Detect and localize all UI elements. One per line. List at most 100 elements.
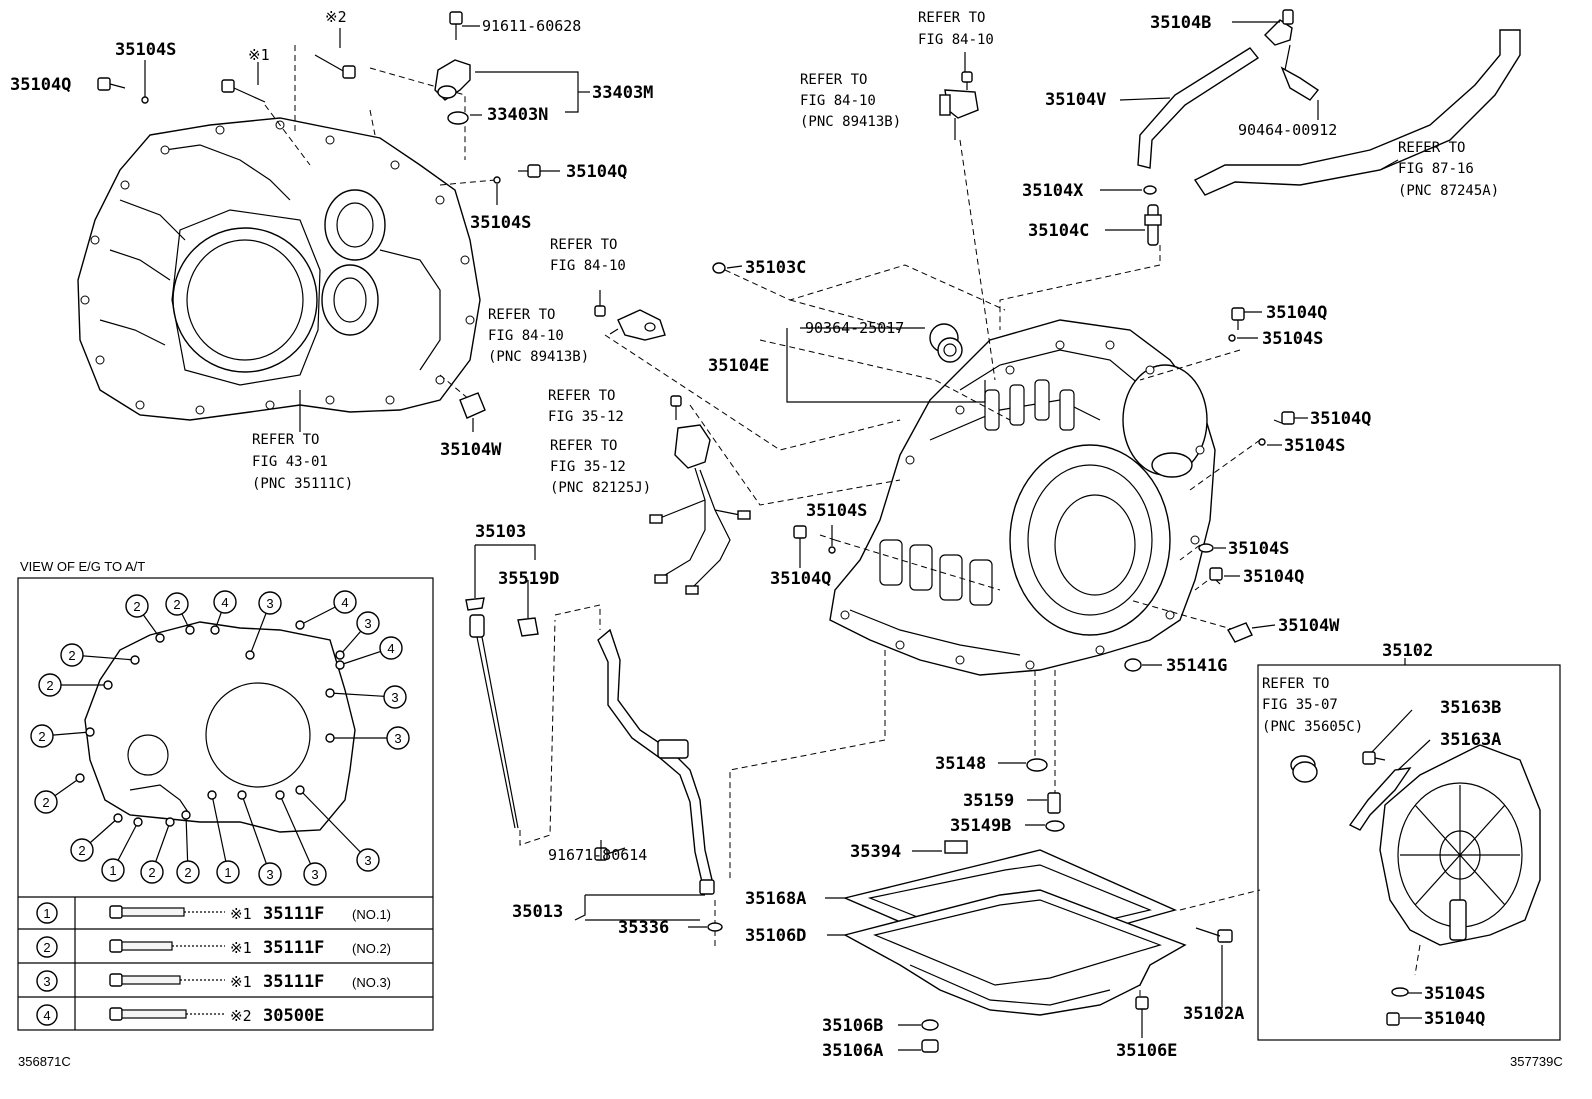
- washer-35104S-d[interactable]: [1258, 438, 1266, 446]
- washer-35104S-f[interactable]: [828, 546, 836, 554]
- washer-35104S-b[interactable]: [493, 176, 501, 184]
- legend-part-number[interactable]: 35111F: [263, 938, 324, 958]
- label-35149B[interactable]: 35149B: [950, 816, 1011, 836]
- label-35104B[interactable]: 35104B: [1150, 13, 1211, 33]
- label-35104S-d[interactable]: 35104S: [1284, 436, 1345, 456]
- washer-35104S-a[interactable]: [141, 96, 149, 104]
- filler-tube-35013[interactable]: [597, 628, 715, 895]
- label-35104S-g[interactable]: 35104S: [1424, 984, 1485, 1004]
- bolt-35106E[interactable]: [1135, 996, 1149, 1030]
- hose-87245A[interactable]: [1193, 29, 1521, 196]
- label-35104S-f[interactable]: 35104S: [806, 501, 867, 521]
- label-35168A[interactable]: 35168A: [745, 889, 806, 909]
- legend-part-number[interactable]: 30500E: [263, 1006, 324, 1026]
- legend-part-number[interactable]: 35111F: [263, 904, 324, 924]
- oring-35336[interactable]: [707, 922, 723, 932]
- ref5-line2[interactable]: FIG 84-10: [488, 328, 564, 344]
- label-35106A[interactable]: 35106A: [822, 1041, 883, 1061]
- label-35104Q-g[interactable]: 35104Q: [1424, 1009, 1485, 1029]
- tube-35159[interactable]: [1047, 792, 1061, 814]
- pad-35394[interactable]: [944, 840, 968, 854]
- label-35163A[interactable]: 35163A: [1440, 730, 1501, 750]
- label-35141G[interactable]: 35141G: [1166, 656, 1227, 676]
- label-35104Q-b[interactable]: 35104Q: [566, 162, 627, 182]
- gasket-35106B[interactable]: [921, 1019, 939, 1031]
- washer-35104S-c[interactable]: [1228, 334, 1236, 342]
- oring-35104S-e[interactable]: [1198, 543, 1214, 553]
- label-35104S-e[interactable]: 35104S: [1228, 539, 1289, 559]
- label-35104Q-f[interactable]: 35104Q: [770, 569, 831, 589]
- washer-35149B[interactable]: [1045, 820, 1065, 832]
- label-35104Q-e[interactable]: 35104Q: [1243, 567, 1304, 587]
- bolt-35104Q-a[interactable]: [97, 77, 126, 91]
- fitting-35104C[interactable]: [1144, 204, 1162, 246]
- label-35102A[interactable]: 35102A: [1183, 1004, 1244, 1024]
- transaxle-case[interactable]: [829, 319, 1216, 676]
- label-90464-00912[interactable]: 90464-00912: [1238, 121, 1337, 139]
- oring-35103C[interactable]: [712, 262, 726, 274]
- label-35104Q-a[interactable]: 35104Q: [10, 75, 71, 95]
- label-90364-25017[interactable]: 90364-25017: [805, 319, 904, 337]
- label-35336[interactable]: 35336: [618, 918, 669, 938]
- label-35106B[interactable]: 35106B: [822, 1016, 883, 1036]
- label-35394[interactable]: 35394: [850, 842, 901, 862]
- dipstick-35103[interactable]: [465, 597, 519, 829]
- cover-bushing-35605C[interactable]: [1290, 755, 1318, 783]
- label-35148[interactable]: 35148: [935, 754, 986, 774]
- label-35104Q-c[interactable]: 35104Q: [1266, 303, 1327, 323]
- label-35104S-b[interactable]: 35104S: [470, 213, 531, 233]
- label-35104Q-d[interactable]: 35104Q: [1310, 409, 1371, 429]
- label-35104E[interactable]: 35104E: [708, 356, 769, 376]
- bolt-mark2[interactable]: [314, 54, 356, 79]
- label-35103[interactable]: 35103: [475, 522, 526, 542]
- converter-housing[interactable]: [77, 117, 481, 421]
- oring-35104X[interactable]: [1143, 185, 1157, 195]
- wire-harness-82125J[interactable]: [649, 395, 751, 595]
- label-35102[interactable]: 35102: [1382, 641, 1433, 661]
- speed-sensor-89413B-left[interactable]: [594, 305, 666, 341]
- bolt-35104Q-d[interactable]: [1273, 411, 1295, 425]
- ref6-line2[interactable]: FIG 35-12: [548, 409, 624, 425]
- oring-33403N[interactable]: [447, 111, 469, 125]
- label-35104X[interactable]: 35104X: [1022, 181, 1084, 201]
- ref4-line2[interactable]: FIG 84-10: [550, 258, 626, 274]
- bolt-35102A[interactable]: [1195, 927, 1233, 943]
- label-35104W-b[interactable]: 35104W: [1278, 616, 1340, 636]
- legend-part-number[interactable]: 35111F: [263, 972, 324, 992]
- ref2-line2[interactable]: FIG 84-10: [800, 93, 876, 109]
- label-91611-60628[interactable]: 91611-60628: [482, 17, 581, 35]
- drain-plug-35106A[interactable]: [921, 1039, 939, 1053]
- hose-35104V[interactable]: [1137, 47, 1260, 169]
- label-91671-80614[interactable]: 91671-80614: [548, 846, 647, 864]
- bolt-35104Q-f[interactable]: [793, 525, 807, 555]
- bolt-35163B[interactable]: [1362, 751, 1386, 765]
- label-35104S-a[interactable]: 35104S: [115, 40, 176, 60]
- magnet-35148[interactable]: [1026, 758, 1048, 772]
- label-35104C[interactable]: 35104C: [1028, 221, 1089, 241]
- label-35013[interactable]: 35013: [512, 902, 563, 922]
- bolt-35104Q-c[interactable]: [1231, 307, 1245, 330]
- ref7-line2[interactable]: FIG 35-12: [550, 459, 626, 475]
- gasket-35163A[interactable]: [1348, 767, 1412, 831]
- pin-35104W-a[interactable]: [459, 392, 486, 419]
- rear-cover-35102[interactable]: [1379, 744, 1541, 946]
- bolt-35104Q-e[interactable]: [1209, 567, 1223, 585]
- ref3-line2[interactable]: FIG 87-16: [1398, 161, 1474, 177]
- label-35104S-c[interactable]: 35104S: [1262, 329, 1323, 349]
- label-35103C[interactable]: 35103C: [745, 258, 806, 278]
- label-35106E[interactable]: 35106E: [1116, 1041, 1177, 1061]
- label-35104V[interactable]: 35104V: [1045, 90, 1106, 110]
- speed-sensor-33403M[interactable]: [434, 59, 471, 101]
- label-33403N[interactable]: 33403N: [487, 105, 548, 125]
- speed-sensor-89413B-top[interactable]: [939, 71, 979, 140]
- ref1-line2[interactable]: FIG 84-10: [918, 32, 994, 48]
- label-35163B[interactable]: 35163B: [1440, 698, 1501, 718]
- bolt-mark1[interactable]: [221, 79, 266, 103]
- bolt-35104Q-g[interactable]: [1386, 1012, 1400, 1026]
- clip-35519D[interactable]: [517, 617, 539, 637]
- oring-35104S-g[interactable]: [1391, 987, 1409, 997]
- bolt-35104Q-b[interactable]: [518, 164, 541, 178]
- oring-35141G[interactable]: [1124, 658, 1142, 672]
- bolt-91611-60628[interactable]: [449, 11, 463, 40]
- label-35106D[interactable]: 35106D: [745, 926, 806, 946]
